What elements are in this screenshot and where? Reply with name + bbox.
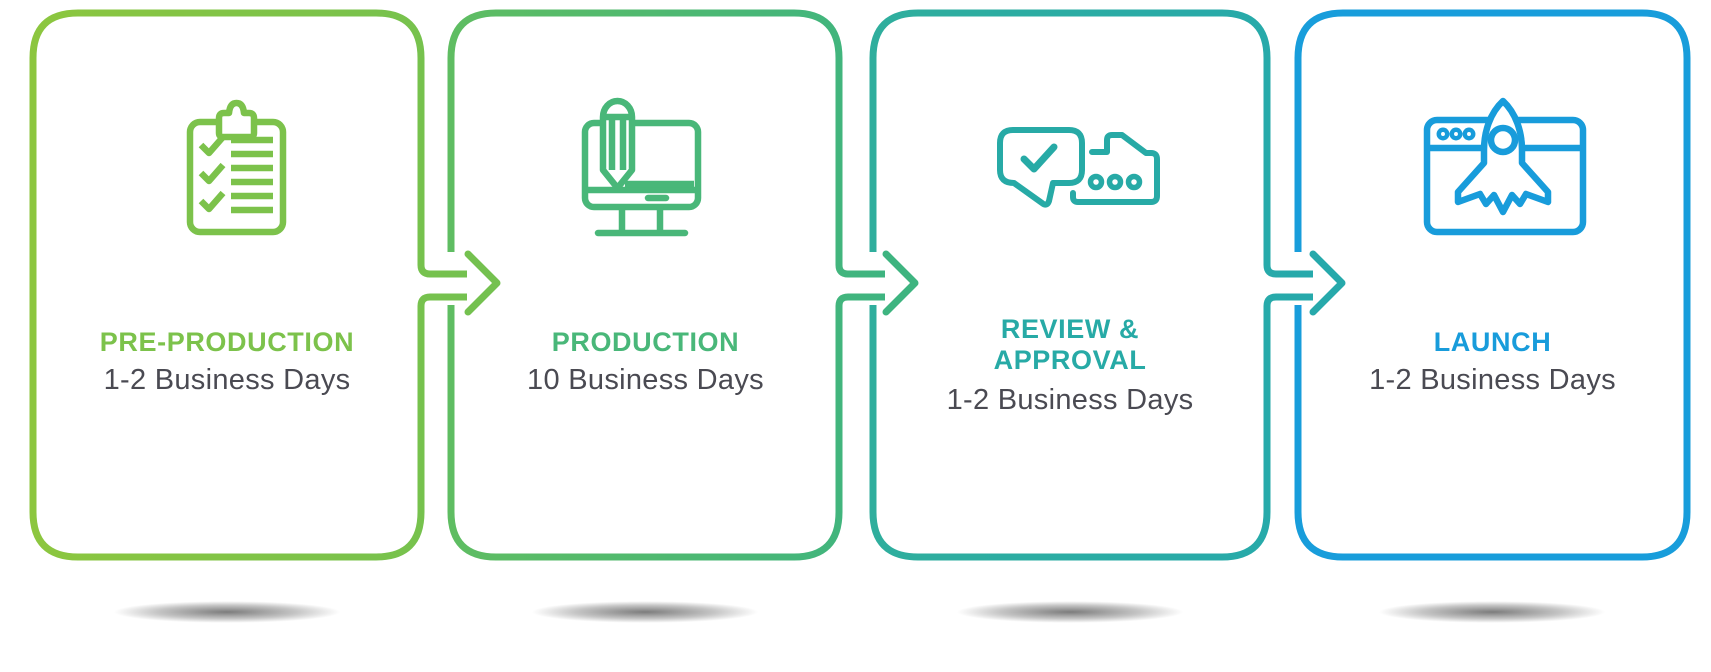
step-2-text-block: PRODUCTION 10 Business Days [451,327,840,396]
step-3-title: REVIEW & APPROVAL [993,314,1147,375]
card-shadow [500,598,790,626]
step-4-title: LAUNCH [1433,327,1552,357]
step-1-text-block: PRE-PRODUCTION 1-2 Business Days [33,327,421,396]
chat-approval-icon [997,127,1160,208]
rocket-browser-icon [1423,97,1587,236]
clipboard-checklist-icon [186,99,287,236]
step-1-duration: 1-2 Business Days [103,364,351,396]
step-4-duration: 1-2 Business Days [1369,364,1616,396]
card-shadow [82,598,372,626]
step-2-title: PRODUCTION [551,327,740,357]
step-3-duration: 1-2 Business Days [946,384,1194,416]
step-1-title: PRE-PRODUCTION [99,327,355,357]
arrow-connector-2-icon [882,250,919,316]
card-shadow [1347,598,1637,626]
step-1-card-outline [29,9,467,561]
card-shadow [925,598,1215,626]
step-2-duration: 10 Business Days [527,364,764,396]
arrow-connector-3-icon [1309,250,1346,316]
arrow-connector-1-icon [464,250,501,316]
step-4-card-outline [1294,9,1691,561]
monitor-pencil-icon [581,97,702,237]
step-3-text-block: REVIEW & APPROVAL 1-2 Business Days [873,314,1267,416]
step-2-card-outline [447,9,885,561]
step-3-card-outline [869,9,1313,561]
step-4-text-block: LAUNCH 1-2 Business Days [1298,327,1687,396]
